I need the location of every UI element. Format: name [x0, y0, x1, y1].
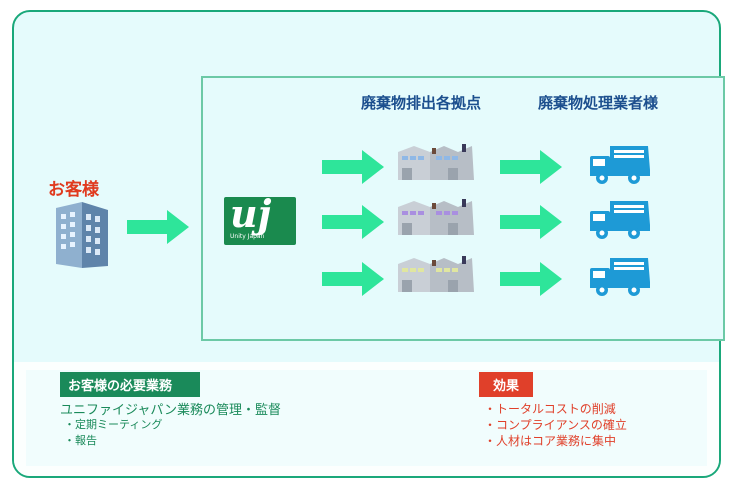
header-processors: 廃棄物処理業者様 [538, 94, 659, 112]
customer-task-item: ・定期ミーティング [64, 418, 163, 431]
header-sites: 廃棄物排出各拠点 [361, 94, 482, 112]
customer-task-item: ・報告 [64, 434, 97, 447]
customer-tasks-main: ユニファイジャパン業務の管理・監督 [60, 403, 282, 418]
effect-item: ・人材はコア業務に集中 [484, 434, 617, 448]
arrow-right-icon [500, 150, 562, 184]
factory-icon [398, 199, 474, 235]
customer-tasks-title: お客様の必要業務 [60, 372, 200, 397]
effect-item: ・コンプライアンスの確立 [484, 418, 627, 432]
arrow-right-icon [500, 262, 562, 296]
factory-icon [398, 256, 474, 292]
logo-caption: Unity Japan [230, 233, 265, 240]
effects-title: 効果 [479, 372, 533, 397]
customer-label: お客様 [48, 180, 99, 200]
dump-truck-icon [590, 201, 650, 239]
arrow-right-icon [322, 262, 384, 296]
logo-mark: uj [230, 191, 272, 236]
dump-truck-icon [590, 258, 650, 296]
arrow-right-icon [127, 210, 189, 244]
arrow-right-icon [500, 205, 562, 239]
effect-item: ・トータルコストの削減 [484, 402, 616, 416]
factory-icon [398, 144, 474, 180]
unity-japan-logo: uj Unity Japan [224, 191, 296, 245]
arrow-right-icon [322, 205, 384, 239]
dump-truck-icon [590, 146, 650, 184]
arrow-right-icon [322, 150, 384, 184]
office-building-icon [56, 202, 108, 268]
